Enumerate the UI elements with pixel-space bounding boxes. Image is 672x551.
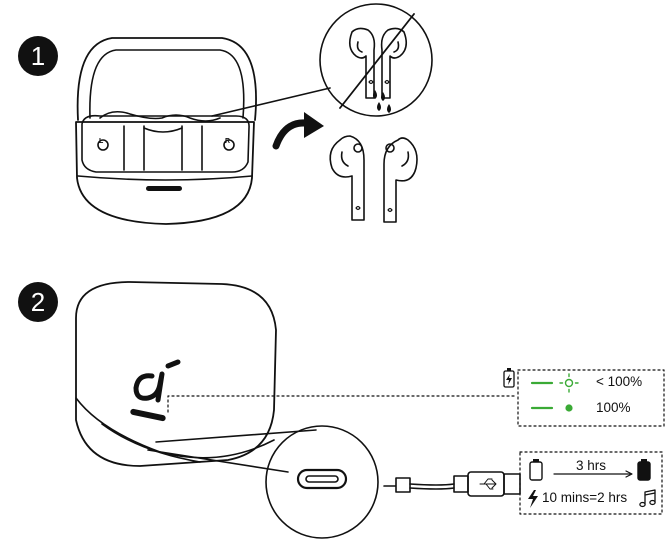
charging-time-panel <box>519 451 663 515</box>
water-drop-icon <box>377 102 381 111</box>
step-2-badge: 2 <box>18 282 58 322</box>
music-note-icon <box>639 489 656 508</box>
water-drop-icon <box>381 92 385 101</box>
usb-port-callout <box>265 425 379 539</box>
water-drop-icon <box>373 90 377 99</box>
battery-full-icon <box>637 459 651 481</box>
fast-charge-text: 10 mins=2 hrs <box>542 490 628 505</box>
usb-icon <box>479 478 497 490</box>
led-solid-icon <box>565 404 573 412</box>
water-drop-icon <box>387 104 391 113</box>
insert-arrow-icon <box>272 112 324 150</box>
right-ear-marker <box>223 139 235 151</box>
lightning-icon <box>528 490 538 508</box>
open-case-illustration <box>75 37 331 225</box>
status-led-slot <box>130 408 166 422</box>
full-charge-time: 3 hrs <box>576 458 607 473</box>
closed-case-illustration <box>75 281 517 473</box>
led-state-full: 100% <box>596 400 631 415</box>
left-ear-label: L <box>99 138 104 145</box>
battery-empty-icon <box>529 459 543 481</box>
led-state-charging: < 100% <box>596 374 643 389</box>
left-ear-marker <box>97 139 109 151</box>
no-water-callout <box>319 3 433 117</box>
step-1-badge: 1 <box>18 36 58 76</box>
brand-logo-icon <box>133 359 181 403</box>
usb-cable-illustration <box>383 471 521 497</box>
earbuds-pair-illustration <box>329 135 418 223</box>
battery-charging-icon <box>503 368 515 388</box>
led-status-panel <box>503 368 665 427</box>
right-ear-label: R <box>225 138 231 145</box>
led-blinking-icon <box>559 373 579 393</box>
